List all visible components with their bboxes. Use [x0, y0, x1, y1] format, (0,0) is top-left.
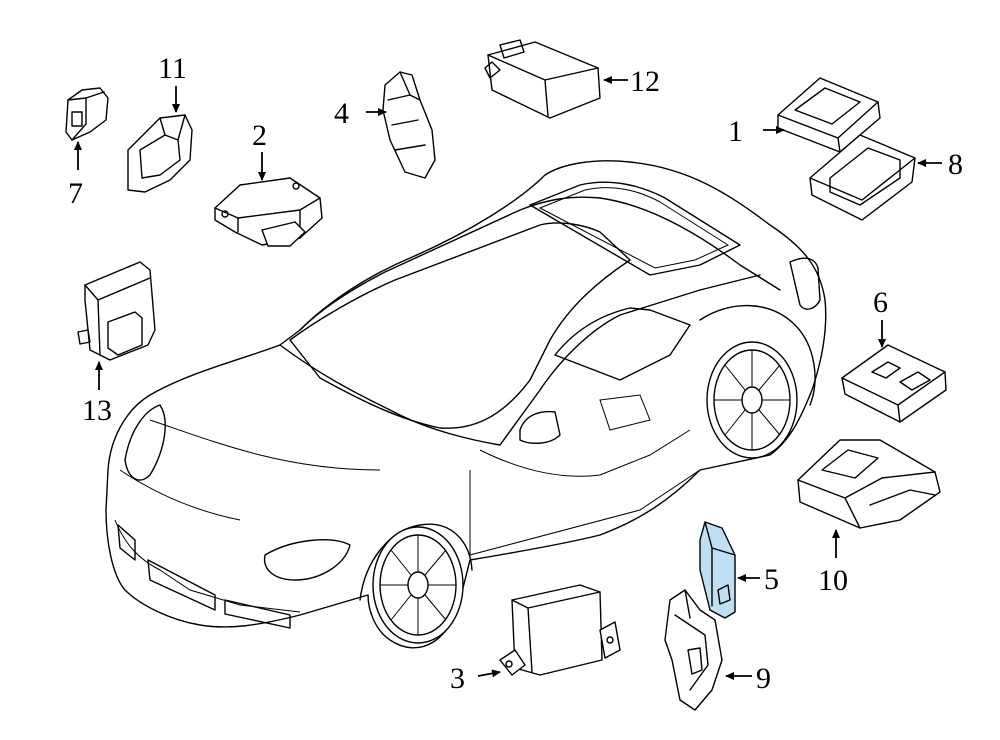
vehicle-illustration [105, 160, 827, 649]
callout-6[interactable]: 6 [873, 286, 888, 319]
callout-10[interactable]: 10 [818, 564, 848, 597]
callout-3[interactable]: 3 [450, 662, 465, 695]
callout-9[interactable]: 9 [756, 662, 771, 695]
part-1-module[interactable] [777, 77, 881, 153]
callout-2[interactable]: 2 [252, 119, 267, 152]
part-4-unit[interactable] [382, 71, 436, 179]
callout-13[interactable]: 13 [82, 394, 112, 427]
callout-4[interactable]: 4 [334, 97, 349, 130]
callout-12[interactable]: 12 [630, 65, 660, 98]
callout-11[interactable]: 11 [158, 52, 187, 85]
part-8-bracket[interactable] [809, 134, 916, 221]
part-13-control-unit[interactable] [77, 261, 156, 361]
part-5-module-highlighted[interactable] [699, 521, 736, 619]
rear-wheel [706, 341, 798, 459]
front-wheel [359, 523, 473, 644]
part-6-plate[interactable] [841, 344, 947, 423]
callout-5[interactable]: 5 [764, 563, 779, 596]
callout-arrows [74, 76, 942, 680]
callout-7[interactable]: 7 [68, 177, 83, 210]
callout-labels: 1 2 3 4 5 6 7 8 9 10 11 12 13 [68, 52, 963, 695]
callout-1[interactable]: 1 [728, 115, 743, 148]
part-12-control-unit[interactable] [484, 39, 601, 119]
callout-8[interactable]: 8 [948, 148, 963, 181]
part-9-bracket[interactable] [664, 589, 723, 711]
part-11-bracket[interactable] [127, 114, 193, 193]
part-10-housing[interactable] [797, 439, 941, 529]
part-7-sensor[interactable] [65, 87, 109, 141]
part-3-control-unit[interactable] [499, 584, 621, 676]
part-2-module[interactable] [214, 177, 323, 247]
